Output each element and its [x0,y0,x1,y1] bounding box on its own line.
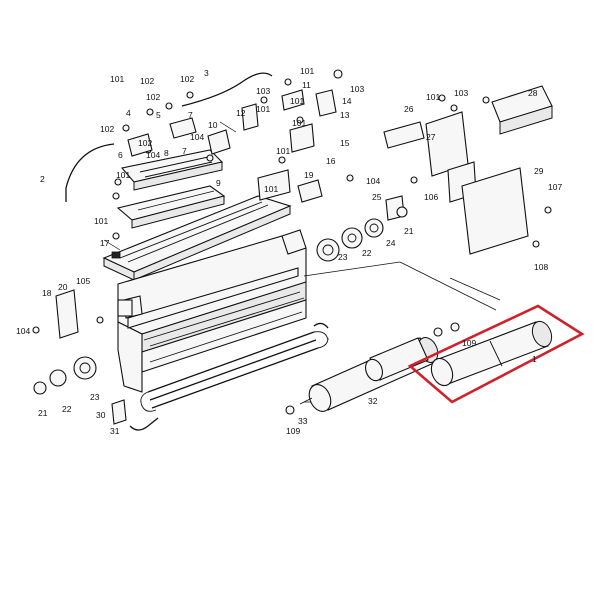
part-label-109: 109 [462,338,476,348]
part-label-10: 10 [208,120,218,130]
part-label-21: 21 [404,226,414,236]
part-label-6: 6 [118,150,123,160]
part-label-22: 22 [362,248,372,258]
part-label-31: 31 [110,426,120,436]
part-label-102: 102 [138,138,152,148]
part-label-101: 101 [116,170,130,180]
part-label-102: 102 [100,124,114,134]
part-label-12: 12 [236,108,246,118]
part-label-101: 101 [264,184,278,194]
part-label-102: 102 [146,92,160,102]
part-label-102: 102 [140,76,154,86]
part-label-32: 32 [368,396,378,406]
part-label-1: 1 [532,354,537,364]
part-label-15: 15 [340,138,350,148]
hot-roller-1 [365,320,553,387]
part-label-101: 101 [110,74,124,84]
part-label-30: 30 [96,410,106,420]
gears [33,206,460,415]
part-label-3: 3 [204,68,209,78]
part-label-104: 104 [146,150,160,160]
part-label-101: 101 [300,66,314,76]
heater-lamps [140,331,329,412]
part-label-18: 18 [42,288,52,298]
part-label-26: 26 [404,104,414,114]
part-label-108: 108 [534,262,548,272]
part-label-24: 24 [386,238,396,248]
part-label-2: 2 [40,174,45,184]
part-label-103: 103 [454,88,468,98]
upper-guide-plate [116,149,226,229]
highlight-box [407,304,585,404]
part-label-5: 5 [156,110,161,120]
part-label-101: 101 [94,216,108,226]
part-label-22: 22 [62,404,72,414]
part-label-102: 102 [180,74,194,84]
part-label-105: 105 [76,276,90,286]
part-label-106: 106 [424,192,438,202]
part-label-103: 103 [256,86,270,96]
part-label-101: 101 [292,118,306,128]
part-label-28: 28 [528,88,538,98]
part-label-20: 20 [58,282,68,292]
part-label-23: 23 [338,252,348,262]
part-label-23: 23 [90,392,100,402]
part-label-8: 8 [164,148,169,158]
part-label-19: 19 [304,170,314,180]
part-label-104: 104 [366,176,380,186]
part-label-9: 9 [216,178,221,188]
part-label-16: 16 [326,156,336,166]
fuser-frame [117,229,307,393]
part-label-7: 7 [182,146,187,156]
wire-harness [65,72,329,431]
part-label-25: 25 [372,192,382,202]
part-label-7: 7 [188,110,193,120]
small-parts [32,69,553,425]
part-label-104: 104 [16,326,30,336]
part-label-103: 103 [350,84,364,94]
part-label-14: 14 [342,96,352,106]
part-label-107: 107 [548,182,562,192]
part-label-101: 101 [290,96,304,106]
base-plate-17 [102,195,292,281]
part-label-101: 101 [276,146,290,156]
part-label-21: 21 [38,408,48,418]
part-label-11: 11 [302,80,311,90]
part-label-101: 101 [256,104,270,114]
part-label-109: 109 [286,426,300,436]
part-label-27: 27 [426,132,436,142]
leader-lines [103,121,501,403]
part-label-104: 104 [190,132,204,142]
part-label-29: 29 [534,166,544,176]
part-label-101: 101 [426,92,440,102]
part-label-4: 4 [126,108,131,118]
part-label-13: 13 [340,110,350,120]
part-label-17: 17 [100,238,110,248]
part-label-33: 33 [298,416,308,426]
